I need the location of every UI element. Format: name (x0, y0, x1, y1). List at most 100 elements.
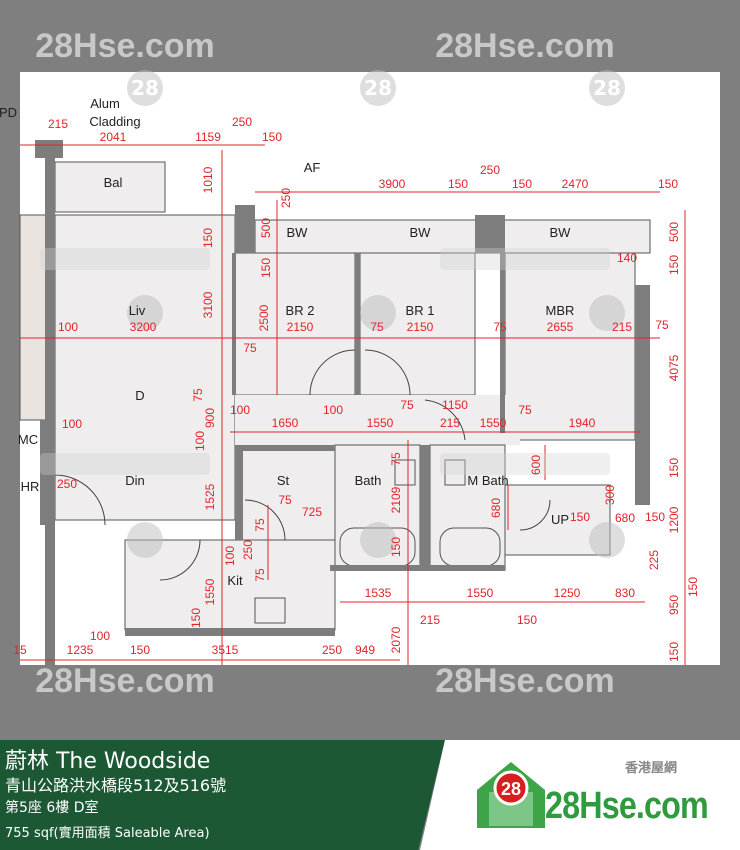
dimension-label: 215 (48, 117, 68, 131)
dimension-label: 215 (612, 320, 632, 334)
room-label: M Bath (467, 473, 508, 488)
unit-letter: D (135, 388, 144, 403)
dimension-label: 1940 (569, 416, 596, 430)
callout-label: AF (304, 160, 321, 175)
dimension-label: 500 (667, 222, 681, 242)
dimension-label: 75 (253, 518, 267, 532)
dimension-lines (20, 144, 686, 665)
dimension-label: 950 (667, 595, 681, 615)
dimension-label: 2655 (547, 320, 574, 334)
callout-label: Alum (90, 96, 120, 111)
watermark-badge-icon (360, 70, 396, 106)
watermark-badge-icon (127, 70, 163, 106)
room-label: Din (125, 473, 145, 488)
dimension-label: 2470 (562, 177, 589, 191)
dimension-label: 75 (191, 388, 205, 402)
watermark-badge-text: 28 (593, 76, 621, 100)
dimension-label: 3200 (130, 320, 157, 334)
dimension-label: 949 (355, 643, 375, 657)
dimension-label: 250 (232, 115, 252, 129)
dimension-label: 150 (667, 642, 681, 662)
watermark-badge-icon (127, 295, 163, 331)
dimension-label: 75 (370, 320, 384, 334)
dimension-label: 150 (259, 258, 273, 278)
brand-name: 28Hse.com (545, 785, 709, 827)
watermark-shape (440, 453, 610, 475)
dimension-label: 250 (241, 540, 255, 560)
dimension-label: 150 (570, 510, 590, 524)
room-label: Bath (355, 473, 382, 488)
room-label: Kit (227, 573, 243, 588)
dimension-label: 1650 (272, 416, 299, 430)
watermark-shape (40, 248, 210, 270)
watermark-text: 28Hse.com (35, 27, 215, 65)
dimension-label: 1550 (480, 416, 507, 430)
dimension-label: 225 (647, 550, 661, 570)
dimension-label: 75 (493, 320, 507, 334)
estate-title: 蔚林 The Woodside (5, 749, 211, 774)
dimension-label: 680 (615, 511, 635, 525)
dimension-label: 250 (480, 163, 500, 177)
watermark-badge-icon (589, 70, 625, 106)
saleable-area: 755 sqf(實用面積 Saleable Area) (5, 826, 210, 841)
dimension-label: 250 (279, 188, 293, 208)
dimension-label: 100 (230, 403, 250, 417)
room-label: Liv (129, 303, 146, 318)
dimension-label: 75 (655, 318, 669, 332)
watermark-shape (40, 453, 210, 475)
dimension-label: 1010 (201, 166, 215, 193)
room-label: BW (550, 225, 572, 240)
dimension-label: 150 (517, 613, 537, 627)
dimension-label: 75 (243, 341, 257, 355)
callout-label: PD (0, 105, 17, 120)
dimension-label: 1150 (442, 398, 468, 412)
watermark-text: 28Hse.com (435, 27, 615, 65)
dimension-label: 75 (518, 403, 532, 417)
dimension-label: 215 (420, 613, 440, 627)
watermark-shape (440, 248, 610, 270)
dimension-label: 1235 (67, 643, 94, 657)
room-label: BW (410, 225, 432, 240)
dimension-label: 4075 (667, 354, 681, 381)
logo-badge: 28 (501, 779, 521, 799)
house-logo-icon: 28 (477, 762, 545, 828)
dimension-label: 830 (615, 586, 635, 600)
estate-address: 青山公路洪水橋段512及516號 (5, 776, 227, 795)
dimension-label: 3100 (201, 291, 215, 318)
unit-info: 第5座 6樓 D室 (5, 800, 99, 816)
dimension-label: 250 (57, 477, 77, 491)
room-label: MC (18, 432, 38, 447)
watermark-badge-icon (360, 522, 396, 558)
doors (54, 349, 551, 581)
dimension-label: 215 (440, 416, 460, 430)
watermark-text: 28Hse.com (435, 662, 615, 700)
dimension-label: 100 (90, 629, 110, 643)
dimension-label: 900 (203, 408, 217, 428)
room-label: HR (21, 479, 40, 494)
dimension-label: 150 (389, 537, 403, 557)
dimension-label: 150 (130, 643, 150, 657)
dimension-label: 150 (645, 510, 665, 524)
watermark-badge-text: 28 (131, 76, 159, 100)
brand-tagline: 香港屋網 (625, 761, 678, 776)
dimension-label: 1200 (667, 506, 681, 533)
dimension-label: 2041 (100, 130, 127, 144)
dimension-label: 1550 (367, 416, 394, 430)
dimension-label: 3515 (212, 643, 239, 657)
dimension-label: 75 (278, 493, 292, 507)
dimension-label: 2500 (257, 304, 271, 331)
watermark-badge-text: 28 (364, 76, 392, 100)
dimension-label: 1550 (467, 586, 494, 600)
dimension-label: 1525 (203, 483, 217, 510)
dimension-label: 100 (58, 320, 78, 334)
dimension-label: 100 (323, 403, 343, 417)
room-label: UP (551, 512, 569, 527)
dimension-label: 140 (617, 251, 637, 265)
room-label: BR 2 (286, 303, 315, 318)
callout-label: Cladding (89, 114, 140, 129)
dimension-label: 2109 (389, 486, 403, 513)
dimension-label: 150 (686, 577, 700, 597)
dimension-label: 500 (259, 218, 273, 238)
dimension-label: 150 (667, 458, 681, 478)
